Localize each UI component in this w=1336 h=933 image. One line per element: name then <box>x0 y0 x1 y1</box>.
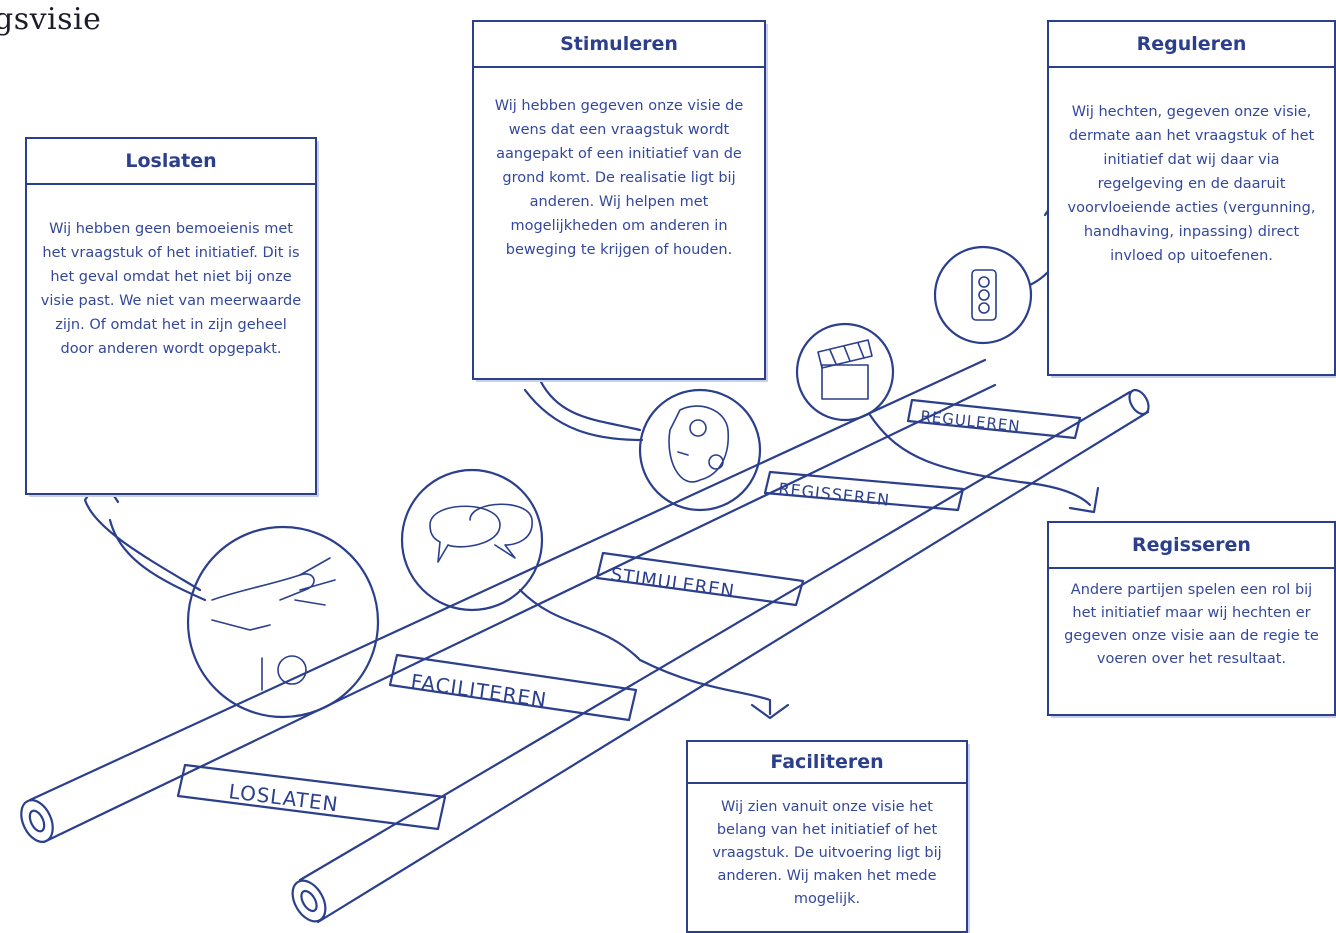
rung-label-regisseren: REGISSEREN <box>778 479 891 510</box>
card-stimuleren: Stimuleren Wij hebben gegeven onze visie… <box>472 20 766 380</box>
card-text: Wij hebben gegeven onze visie de wens da… <box>474 68 764 276</box>
card-heading: Loslaten <box>27 139 315 185</box>
thinking-face-icon <box>669 406 728 482</box>
card-heading: Regisseren <box>1049 523 1334 569</box>
card-loslaten: Loslaten Wij hebben geen bemoeienis met … <box>25 137 317 495</box>
card-faciliteren: Faciliteren Wij zien vanuit onze visie h… <box>686 740 968 933</box>
card-text: Wij zien vanuit onze visie het belang va… <box>688 784 966 925</box>
speech-bubbles-icon <box>430 504 532 562</box>
traffic-light-icon <box>972 270 996 320</box>
card-regisseren: Regisseren Andere partijen spelen een ro… <box>1047 521 1336 716</box>
card-text: Wij hebben geen bemoeienis met het vraag… <box>27 185 315 375</box>
card-text: Andere partijen spelen een rol bij het i… <box>1049 569 1334 685</box>
hand-letting-go-icon <box>212 558 335 690</box>
rung-label-reguleren: REGULEREN <box>920 407 1022 435</box>
card-reguleren: Reguleren Wij hechten, gegeven onze visi… <box>1047 20 1336 376</box>
clapperboard-icon <box>818 340 872 399</box>
card-text: Wij hechten, gegeven onze visie, dermate… <box>1049 68 1334 282</box>
rung-label-faciliteren: FACILITEREN <box>409 669 548 712</box>
card-heading: Faciliteren <box>688 742 966 784</box>
rung-label-loslaten: LOSLATEN <box>227 779 340 816</box>
card-heading: Stimuleren <box>474 22 764 68</box>
card-heading: Reguleren <box>1049 22 1334 68</box>
